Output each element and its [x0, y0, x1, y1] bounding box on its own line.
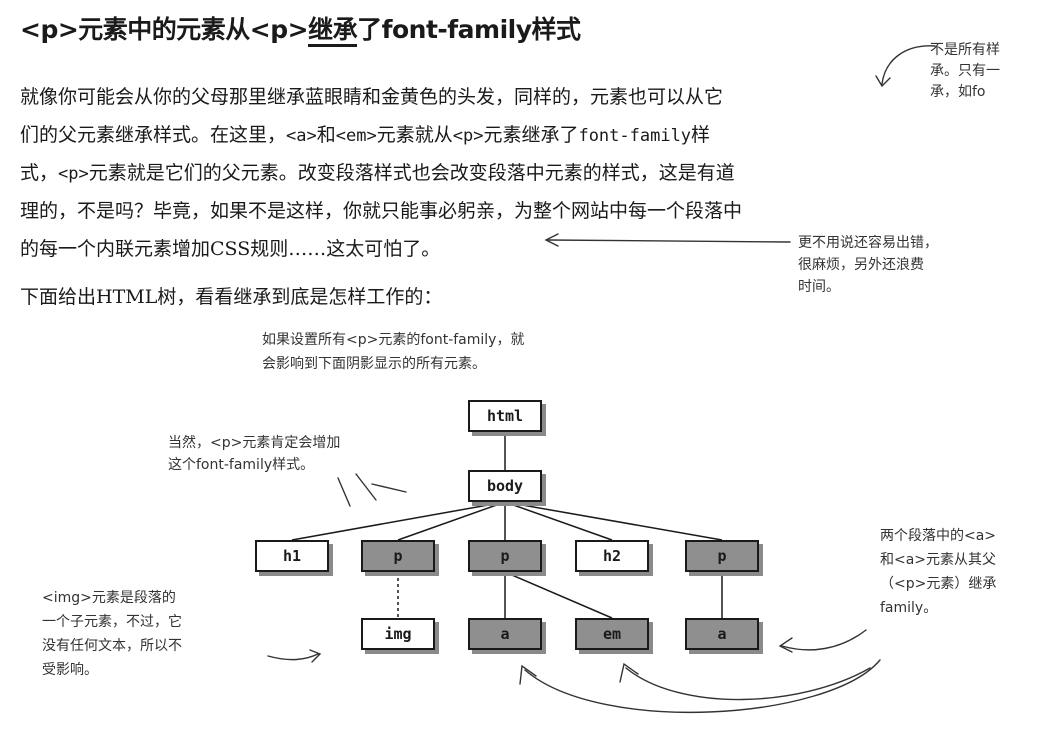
paragraph-line-2: 们的父元素继承样式。在这里，<a>和<em>元素就从<p>元素继承了font-f… [20, 120, 710, 147]
paragraph-line-3: 式，<p>元素就是它们的父元素。改变段落样式也会改变段落中元素的样式，这是有道 [20, 158, 735, 185]
tree-node-body: body [468, 470, 542, 502]
paragraph-text: 的每一个内联元素增加CSS规则……这太可怕了。 [20, 238, 441, 260]
note-line: 如果设置所有<p>元素的font-family，就 [262, 332, 525, 348]
note-line: 和<a>元素从其父 [880, 552, 997, 568]
tree-intro: 下面给出HTML树，看看继承到底是怎样工作的： [20, 286, 443, 308]
note-line: 这个font-family样式。 [168, 457, 315, 473]
tree-node-a-2: a [685, 618, 759, 650]
arrow-head [875, 75, 891, 88]
note-top-center: 如果设置所有<p>元素的font-family，就 会影响到下面阴影显示的所有元… [262, 328, 524, 376]
code-p: <p> [58, 164, 89, 184]
note-left-upper: 当然，<p>元素肯定会增加 这个font-family样式。 [168, 432, 340, 476]
arrow-top-right [881, 45, 936, 85]
tree-node-h1: h1 [255, 540, 329, 572]
paragraph-line-5: 的每一个内联元素增加CSS规则……这太可怕了。 [20, 234, 440, 261]
arrow-head [544, 233, 559, 247]
tree-node-p-1: p [361, 540, 435, 572]
note-top-right: 不是所有样 承。只有一 承，如fo [930, 40, 1000, 103]
paragraph-text: 样 [691, 124, 711, 146]
note-middle-right: 更不用说还容易出错， 很麻烦，另外还浪费 时间。 [798, 232, 938, 298]
note-left-lower: <img>元素是段落的 一个子元素，不过，它 没有任何文本，所以不 受影响。 [42, 586, 182, 682]
note-line: 很麻烦，另外还浪费 [798, 257, 924, 273]
arrow-head [778, 637, 793, 653]
paragraph-text: 理的，不是吗？毕竟，如果不是这样，你就只能事必躬亲，为整个网站中每一个段落中 [20, 200, 743, 222]
note-line: 更不用说还容易出错， [798, 235, 938, 251]
edge-body-h1 [291, 501, 506, 541]
arrow-right-lower [781, 629, 867, 651]
tree-node-p-3: p [685, 540, 759, 572]
arrow-head [519, 664, 537, 685]
arrow-head [309, 649, 322, 663]
edge-body-p3 [504, 501, 723, 541]
note-line: 承，如fo [930, 84, 986, 100]
code-a: <a> [286, 126, 317, 146]
arrow-left-upper-1 [337, 477, 351, 507]
paragraph-text: 就像你可能会从你的父母那里继承蓝眼睛和金黄色的头发，同样的，元素也可以从它 [20, 86, 724, 108]
title-part-1: <p>元素中的元素从<p> [20, 15, 309, 44]
arrow-left-lower [267, 653, 319, 661]
note-line: （<p>元素）继承 [880, 576, 997, 592]
note-line: 会影响到下面阴影显示的所有元素。 [262, 356, 486, 372]
paragraph-text: 元素继承了 [483, 124, 579, 146]
tree-node-h2: h2 [575, 540, 649, 572]
paragraph-text: 元素就从 [376, 124, 453, 146]
note-right-lower: 两个段落中的<a> 和<a>元素从其父 （<p>元素）继承 family。 [880, 524, 996, 620]
paragraph-text: 元素就是它们的父元素。改变段落样式也会改变段落中元素的样式，这是有道 [88, 162, 735, 184]
paragraph-line-4: 理的，不是吗？毕竟，如果不是这样，你就只能事必躬亲，为整个网站中每一个段落中 [20, 196, 742, 223]
title-part-3: 了font-family样式 [357, 15, 581, 44]
code-p: <p> [452, 126, 484, 146]
tree-node-html: html [468, 400, 542, 432]
paragraph-line-1: 就像你可能会从你的父母那里继承蓝眼睛和金黄色的头发，同样的，元素也可以从它 [20, 82, 723, 109]
note-line: 两个段落中的<a> [880, 528, 997, 544]
tree-node-a-1: a [468, 618, 542, 650]
note-line: 承。只有一 [930, 63, 1000, 79]
paragraph-text: 和 [316, 124, 336, 146]
tree-node-img: img [361, 618, 435, 650]
paragraph-text: 式， [20, 162, 59, 184]
arrow-to-a1 [524, 659, 881, 713]
page-title: <p>元素中的元素从<p>继承了font-family样式 [20, 10, 581, 47]
note-line: 受影响。 [42, 662, 98, 678]
note-line: 没有任何文本，所以不 [42, 638, 182, 654]
arrow-left-upper-3 [371, 483, 407, 493]
tree-node-p-2: p [468, 540, 542, 572]
edge-p2-em [504, 571, 613, 619]
arrow-head [619, 662, 639, 683]
note-line: 不是所有样 [930, 42, 1000, 58]
note-line: family。 [880, 600, 938, 616]
code-font-family: font-family [578, 126, 692, 146]
edge-body-p1 [397, 501, 506, 541]
note-line: 当然，<p>元素肯定会增加 [168, 435, 341, 451]
note-line: <img>元素是段落的 [42, 590, 176, 606]
edge-body-h2 [504, 501, 613, 541]
note-line: 时间。 [798, 279, 840, 295]
title-part-2-underlined: 继承 [308, 15, 358, 47]
paragraph-text: 们的父元素继承样式。在这里， [20, 124, 287, 146]
tree-node-em: em [575, 618, 649, 650]
note-line: 一个子元素，不过，它 [42, 614, 182, 630]
arrow-to-em [625, 667, 871, 701]
arrow-middle-right [547, 239, 791, 243]
code-em: <em> [335, 126, 377, 146]
arrow-left-upper-2 [355, 473, 377, 501]
